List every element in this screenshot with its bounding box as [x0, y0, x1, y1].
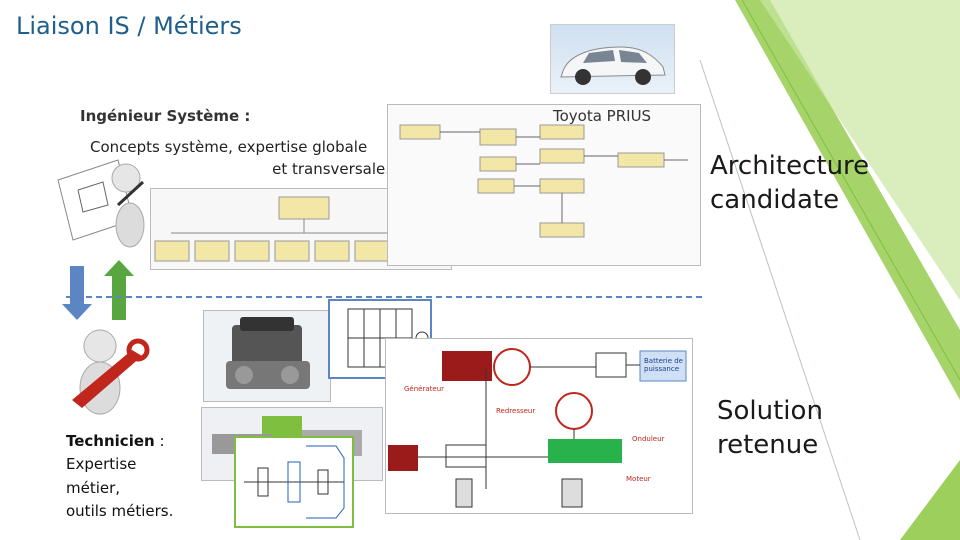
architecture-block-diagram — [387, 104, 701, 266]
engine-icon — [226, 317, 310, 389]
ingenieur-label: Ingénieur Système : — [80, 107, 251, 125]
technicien-bold: Technicien — [66, 432, 155, 450]
toyota-prius-image — [550, 24, 675, 94]
powertrain-svg — [388, 348, 687, 508]
solution-retenue-label: Solution retenue — [717, 395, 823, 463]
architecture-line2: candidate — [710, 184, 840, 215]
gear-schematic — [234, 436, 354, 528]
schema-batterie-label: Batterie de puissance — [644, 357, 683, 373]
solution-line2: retenue — [717, 429, 819, 460]
architecture-line1: Architecture — [710, 151, 870, 181]
concepts-line2: et transversale. — [272, 159, 390, 178]
separator-dashed-line — [66, 296, 702, 298]
schema-redresseur-label: Redresseur — [496, 407, 536, 415]
prius-label: Toyota PRIUS — [553, 107, 652, 125]
gear-svg — [244, 445, 345, 519]
concepts-text: Concepts système, expertise globale et t… — [90, 137, 390, 181]
schema-generateur-label: Générateur — [404, 385, 445, 393]
engine-photo — [203, 310, 331, 402]
slide-title: Liaison IS / Métiers — [16, 12, 242, 40]
architecture-candidate-label: Architecture candidate — [710, 150, 869, 218]
technicien-line4: outils métiers. — [66, 501, 174, 520]
block-diagram-svg — [399, 124, 688, 238]
car-icon — [560, 46, 666, 85]
schema-onduleur-label: Onduleur — [632, 435, 665, 443]
engineer-figure-icon — [57, 159, 145, 248]
technicien-line2: Expertise — [66, 455, 137, 474]
exchange-arrows — [62, 260, 134, 320]
technician-figure-icon — [72, 329, 150, 415]
arrow-down-icon — [62, 266, 92, 320]
solution-line1: Solution — [717, 396, 823, 426]
technicien-text: Technicien : Expertise métier, outils mé… — [66, 430, 173, 523]
arrow-up-icon — [104, 260, 134, 320]
schema-moteur-label: Moteur — [626, 475, 651, 483]
technicien-colon: : — [154, 432, 165, 450]
technicien-line3: métier, — [66, 478, 121, 497]
concepts-line1: Concepts système, expertise globale — [90, 138, 368, 156]
powertrain-schematic: Générateur Redresseur Batterie de puissa… — [385, 338, 693, 514]
